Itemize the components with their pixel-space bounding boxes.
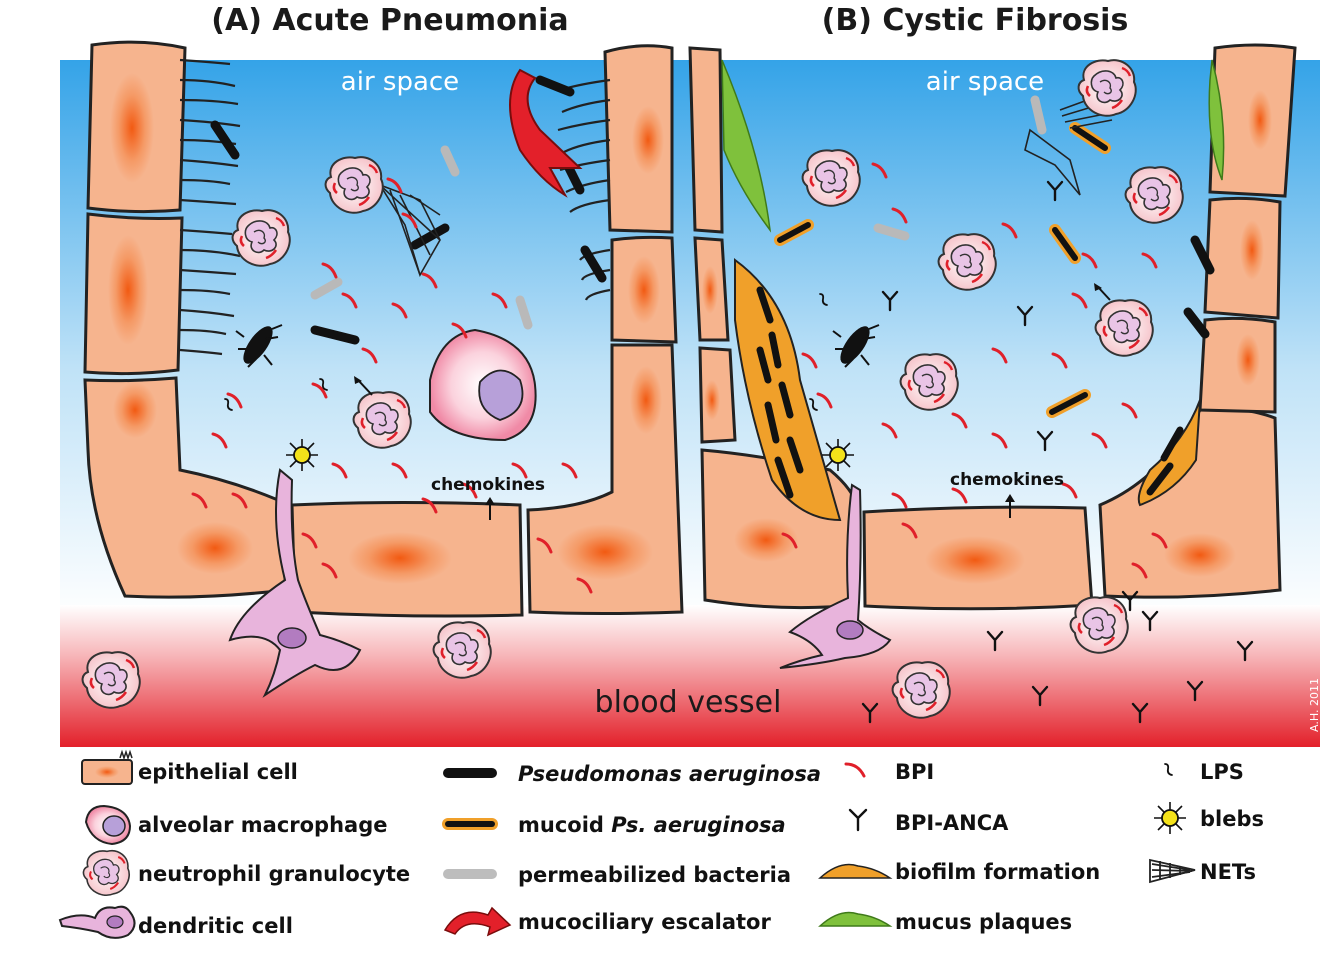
legend: epithelial cell alveolar macrophage neut…: [58, 749, 1264, 939]
neutrophil-a4: [432, 620, 493, 680]
neutrophil-b7: [1069, 595, 1130, 655]
legend-epithelial: epithelial cell: [138, 760, 298, 784]
panel-b-title: (B) Cystic Fibrosis: [822, 3, 1129, 38]
neutrophil-b2: [801, 148, 862, 208]
author-credit: A.H. 2011: [1308, 678, 1321, 732]
biofilm-bacteria: [756, 286, 1184, 499]
escalator-icon: [443, 906, 512, 937]
bleb-a: [285, 438, 319, 472]
legend-permeabilized: permeabilized bacteria: [518, 863, 791, 887]
mucus-icon: [818, 911, 893, 927]
neutrophil-a1: [324, 155, 385, 215]
mucus-plaque-left: [721, 59, 772, 233]
bleb-b: [821, 438, 855, 472]
chemokines-label-b: chemokines: [950, 470, 1064, 490]
legend-neutrophil: neutrophil granulocyte: [138, 862, 410, 886]
neutrophil-b4: [937, 232, 998, 292]
legend-mucus: mucus plaques: [895, 910, 1072, 934]
lps-icon: [1164, 763, 1173, 776]
legend-mucoid: mucoid Ps. aeruginosa: [518, 813, 786, 837]
lps-cluster-a: [235, 324, 283, 368]
neutrophil-b5: [1094, 298, 1155, 358]
legend-macrophage: alveolar macrophage: [138, 813, 387, 837]
legend-lps: LPS: [1200, 760, 1244, 784]
neutrophil-b8: [891, 660, 952, 720]
dendritic-cell-b: [779, 483, 892, 669]
dendritic-cell-a: [228, 468, 362, 698]
chemokines-label-a: chemokines: [431, 475, 545, 495]
legend-dendritic: dendritic cell: [138, 914, 293, 938]
neutrophil-b6: [899, 352, 960, 412]
lps-cluster-b: [832, 324, 880, 368]
mucociliary-escalator-arrow: [509, 68, 583, 198]
bpi-anca-icon: [848, 808, 868, 832]
neutrophil-a3: [352, 390, 413, 450]
legend-pseudomonas: Pseudomonas aeruginosa: [518, 762, 821, 786]
panel-a-nuclei: [108, 73, 664, 584]
legend-bpi: BPI: [895, 760, 934, 784]
legend-nets: NETs: [1200, 860, 1256, 884]
dendritic-cell-icon: [58, 905, 136, 939]
neutrophil-b1: [1077, 58, 1138, 118]
legend-biofilm: biofilm formation: [895, 860, 1100, 884]
blood-vessel-label: blood vessel: [595, 685, 782, 720]
neutrophil-b3: [1124, 165, 1185, 225]
biofilm-left: [734, 258, 842, 522]
biofilm-icon: [818, 863, 893, 879]
blebs-icon: [1153, 801, 1187, 835]
air-space-label-a: air space: [341, 67, 459, 97]
air-space-label-b: air space: [926, 67, 1044, 97]
neutrophil-a5: [81, 650, 142, 710]
neutrophil-a2: [231, 208, 292, 268]
mucus-plaque-right: [1208, 59, 1225, 181]
legend-blebs: blebs: [1200, 807, 1264, 831]
panel-b-pathogens: [774, 95, 1215, 418]
legend-escalator: mucociliary escalator: [518, 910, 771, 934]
panel-b-nuclei: [702, 90, 1272, 584]
neutrophil-icon: [82, 849, 131, 897]
net-a: [378, 183, 441, 278]
legend-bpi-anca: BPI-ANCA: [895, 811, 1009, 835]
nets-icon: [1149, 858, 1196, 884]
macrophage-icon: [84, 804, 132, 846]
epithelial-cell-icon: [81, 749, 133, 785]
panel-a-title: (A) Acute Pneumonia: [211, 3, 568, 38]
bpi-icon: [844, 762, 866, 778]
